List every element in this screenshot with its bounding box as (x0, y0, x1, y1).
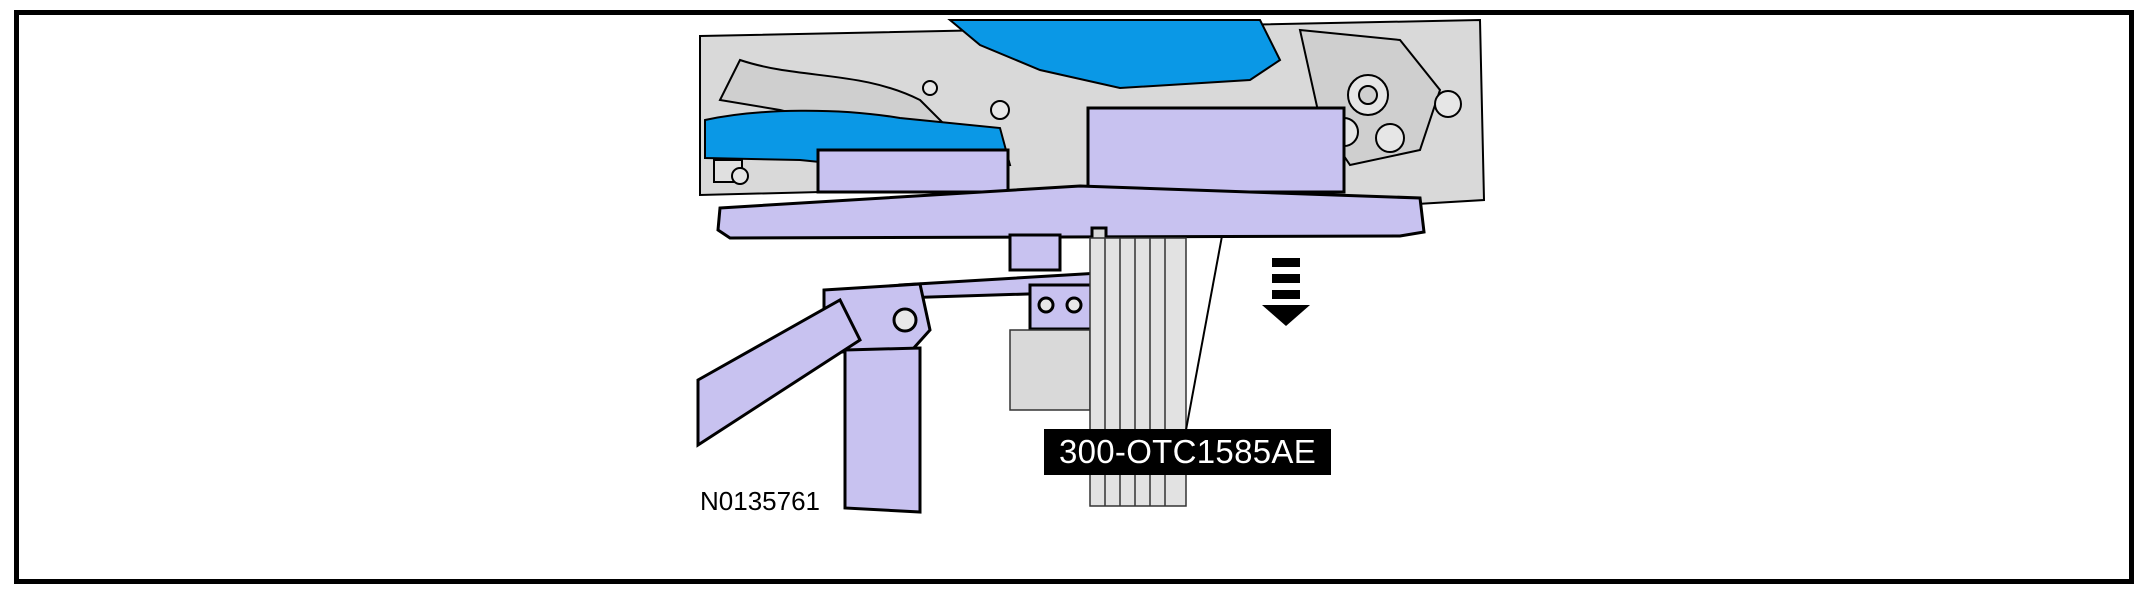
down-arrow-icon (1262, 258, 1310, 326)
tool-callout-label: 300-OTC1585AE (1044, 429, 1331, 475)
figure-id-label: N0135761 (700, 486, 820, 516)
figure-frame (14, 10, 2134, 584)
callout-leader-line (1185, 235, 1223, 431)
transmission-jack-adapter (696, 106, 1426, 514)
